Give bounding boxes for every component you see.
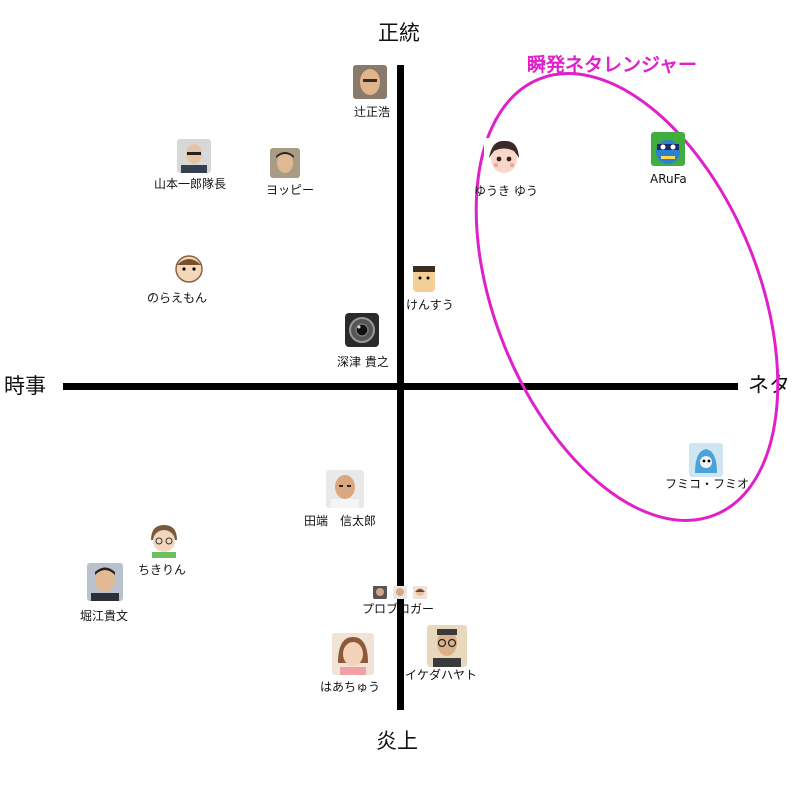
man-photo-icon	[87, 563, 123, 601]
cartoon-face-icon	[172, 251, 206, 285]
horizontal-axis	[63, 383, 738, 390]
axis-label-left: 時事	[4, 374, 46, 398]
person-label: のらえもん	[147, 291, 208, 305]
woman-photo-icon	[332, 633, 374, 675]
man-with-glasses-photo-icon	[177, 139, 211, 173]
green-character-icon	[651, 132, 685, 166]
axis-label-right: ネタ	[748, 373, 790, 397]
man-with-glasses-photo-icon	[427, 625, 467, 667]
person-label: イケダハヤト	[405, 668, 478, 682]
axis-label-bottom: 炎上	[376, 729, 418, 753]
person-label: 田端 信太郎	[304, 514, 377, 528]
person-label: ゆうき ゆう	[474, 184, 538, 198]
avatar-icon	[413, 585, 427, 599]
camera-lens-icon	[345, 313, 379, 347]
anime-girl-icon	[484, 138, 524, 176]
person-label: 深津 貴之	[337, 355, 389, 369]
mascot-icon	[689, 443, 723, 477]
person-label: はあちゅう	[320, 680, 381, 694]
cartoon-woman-icon	[147, 522, 181, 558]
person-label: プロブロガー	[362, 602, 435, 616]
cartoon-boy-icon	[407, 260, 441, 294]
person-label: ちきりん	[138, 563, 187, 577]
man-photo-icon	[270, 148, 300, 178]
person-label: ARuFa	[650, 172, 687, 186]
bald-man-photo-icon	[353, 65, 387, 99]
group-photos-icon	[373, 585, 387, 599]
person-label: フミコ・フミオ	[665, 477, 750, 491]
person-label: 山本一郎隊長	[154, 177, 227, 191]
avatar-icon	[393, 585, 407, 599]
bald-man-photo-icon	[326, 470, 364, 508]
person-label: 堀江貴文	[80, 609, 129, 623]
person-label: ヨッピー	[266, 183, 315, 197]
person-label: 辻正浩	[354, 105, 391, 119]
group-label: 瞬発ネタレンジャー	[527, 54, 698, 76]
axis-label-top: 正統	[378, 21, 420, 45]
person-label: けんすう	[406, 298, 454, 312]
